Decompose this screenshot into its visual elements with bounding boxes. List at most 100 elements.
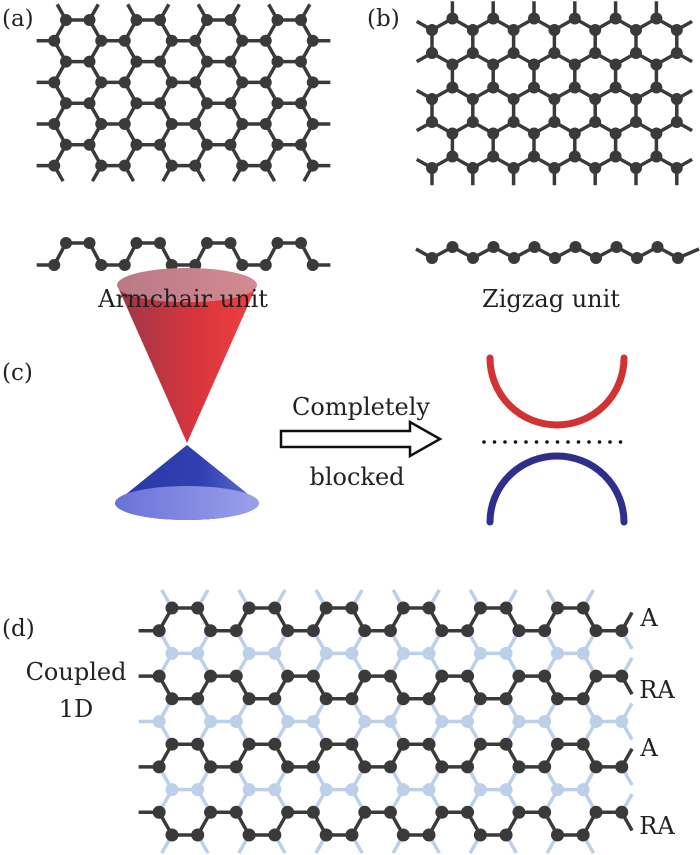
arrow-text-bottom: blocked: [309, 463, 405, 491]
atom: [548, 93, 561, 105]
atom: [281, 805, 295, 819]
atom: [259, 159, 272, 172]
atom: [548, 24, 561, 36]
atom: [281, 624, 295, 638]
atom: [236, 159, 249, 172]
atom: [60, 138, 72, 151]
atom: [435, 805, 449, 819]
atom: [165, 259, 178, 271]
atom: [512, 715, 526, 728]
atom: [461, 624, 475, 638]
atom: [154, 97, 166, 110]
atom: [609, 150, 622, 163]
atom: [358, 715, 372, 728]
atom: [499, 737, 513, 751]
gap-dot: [482, 440, 486, 444]
atom: [473, 646, 487, 660]
atom: [152, 760, 166, 774]
atom: [130, 97, 143, 110]
atom: [422, 783, 436, 797]
armchair-chain: [36, 237, 331, 271]
atom: [189, 259, 202, 271]
atom: [396, 828, 410, 842]
atom: [512, 805, 526, 819]
atom: [165, 737, 179, 751]
atom: [466, 116, 479, 128]
atom: [630, 162, 642, 174]
atom: [165, 783, 179, 797]
atom: [528, 58, 540, 71]
atom: [538, 760, 552, 774]
atom: [48, 76, 61, 89]
atom: [466, 93, 479, 105]
atom: [48, 34, 61, 47]
atom: [467, 252, 479, 264]
atom: [615, 669, 629, 683]
atom: [224, 237, 237, 249]
atom: [204, 805, 218, 819]
atom: [435, 760, 449, 774]
atom: [224, 14, 237, 26]
atom: [609, 127, 622, 140]
atom: [271, 97, 284, 110]
atom: [152, 715, 166, 728]
atom: [538, 624, 552, 638]
atom: [281, 760, 295, 774]
atom: [236, 34, 249, 47]
atom: [229, 805, 243, 819]
atom: [672, 252, 684, 264]
atom: [306, 259, 319, 271]
atom: [630, 47, 642, 59]
atom: [152, 624, 166, 638]
atom: [118, 118, 131, 130]
atom: [165, 646, 179, 660]
row-label-ra-2: RA: [639, 812, 675, 840]
atom: [383, 624, 397, 638]
atom: [118, 34, 131, 47]
atom: [650, 81, 663, 94]
atom: [154, 138, 166, 151]
atom: [651, 241, 664, 253]
atom: [461, 760, 475, 774]
atom: [242, 601, 256, 615]
atom: [345, 828, 359, 842]
gap-dot: [597, 440, 602, 444]
atom: [191, 783, 205, 797]
atom: [48, 259, 61, 271]
coupled-1d-label: 1D: [58, 695, 94, 723]
atom: [512, 669, 526, 683]
atom: [229, 624, 243, 638]
atom: [224, 97, 237, 110]
atom: [236, 76, 249, 89]
atom: [165, 828, 179, 842]
atom: [551, 783, 564, 797]
atom: [466, 47, 479, 59]
atom: [204, 624, 218, 638]
atom: [130, 55, 143, 68]
atom: [130, 138, 143, 151]
atom: [426, 116, 438, 128]
atom: [271, 138, 284, 151]
atom: [95, 159, 108, 172]
atom: [512, 760, 526, 774]
atom: [446, 127, 459, 140]
gap-dot: [555, 440, 560, 444]
atom: [435, 669, 449, 683]
atom: [670, 116, 683, 128]
atom: [204, 715, 218, 728]
atom: [551, 601, 564, 615]
atom: [189, 159, 202, 172]
atom: [589, 93, 602, 105]
atom: [165, 76, 178, 89]
atom: [670, 47, 683, 59]
atom: [358, 805, 372, 819]
atom: [473, 783, 487, 797]
atom: [528, 241, 541, 253]
row-label-ra-1: RA: [639, 676, 675, 704]
atom: [319, 646, 333, 660]
atom: [191, 692, 205, 706]
atom: [576, 601, 590, 615]
atom: [295, 97, 307, 110]
atom: [83, 97, 96, 110]
panel-label-b: (b): [367, 6, 400, 32]
